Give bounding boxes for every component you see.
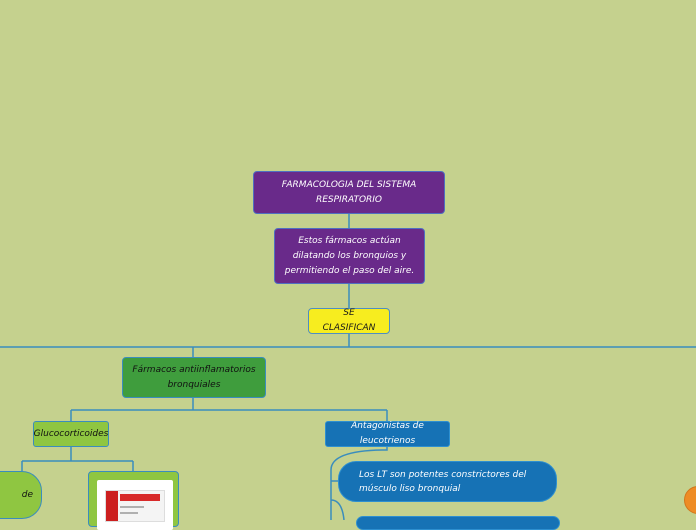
classify-node[interactable]: SE CLASIFICAN (308, 308, 390, 334)
connector-antiinflammatory-children (70, 397, 388, 421)
medication-package-shape (105, 490, 165, 522)
description-node-label: Estos fármacos actúan dilatando los bron… (284, 235, 415, 276)
classify-node-label: SE CLASIFICAN (322, 308, 376, 333)
glucocorticoid-child-node-label: de (21, 489, 33, 500)
description-node[interactable]: Estos fármacos actúan dilatando los bron… (274, 228, 425, 284)
root-node-farmacologia[interactable]: FARMACOLOGIA DEL SISTEMA RESPIRATORIO (253, 171, 445, 214)
medication-text-line (120, 512, 138, 514)
medication-box-image (97, 480, 173, 530)
medication-red-panel (106, 491, 118, 521)
medication-image-node[interactable] (88, 471, 179, 530)
leukotriene-next-node-partial[interactable] (356, 516, 560, 530)
leukotriene-antagonists-node[interactable]: Antagonistas de leucotrienos (325, 421, 450, 447)
leukotriene-antagonists-node-label: Antagonistas de leucotrienos (351, 421, 424, 446)
antiinflammatory-node[interactable]: Fármacos antiinflamatorios bronquiales (122, 357, 266, 398)
connector-glucocorticoid-children (21, 446, 134, 471)
glucocorticoids-node-label: Glucocorticoides (33, 428, 109, 439)
connector-leukotriene-children (330, 446, 388, 520)
medication-title-stripe (120, 494, 160, 501)
glucocorticoids-node[interactable]: Glucocorticoides (33, 421, 109, 447)
connector-classify-branches (0, 333, 696, 358)
lt-constrictors-node-label: Los LT son potentes constrictores del mú… (359, 469, 527, 494)
root-node-label: FARMACOLOGIA DEL SISTEMA RESPIRATORIO (281, 179, 417, 205)
antiinflammatory-node-label: Fármacos antiinflamatorios bronquiales (132, 364, 256, 390)
lt-constrictors-node[interactable]: Los LT son potentes constrictores del mú… (338, 461, 557, 502)
medication-text-line (120, 506, 144, 508)
glucocorticoid-child-node-partial[interactable]: de (0, 471, 42, 519)
